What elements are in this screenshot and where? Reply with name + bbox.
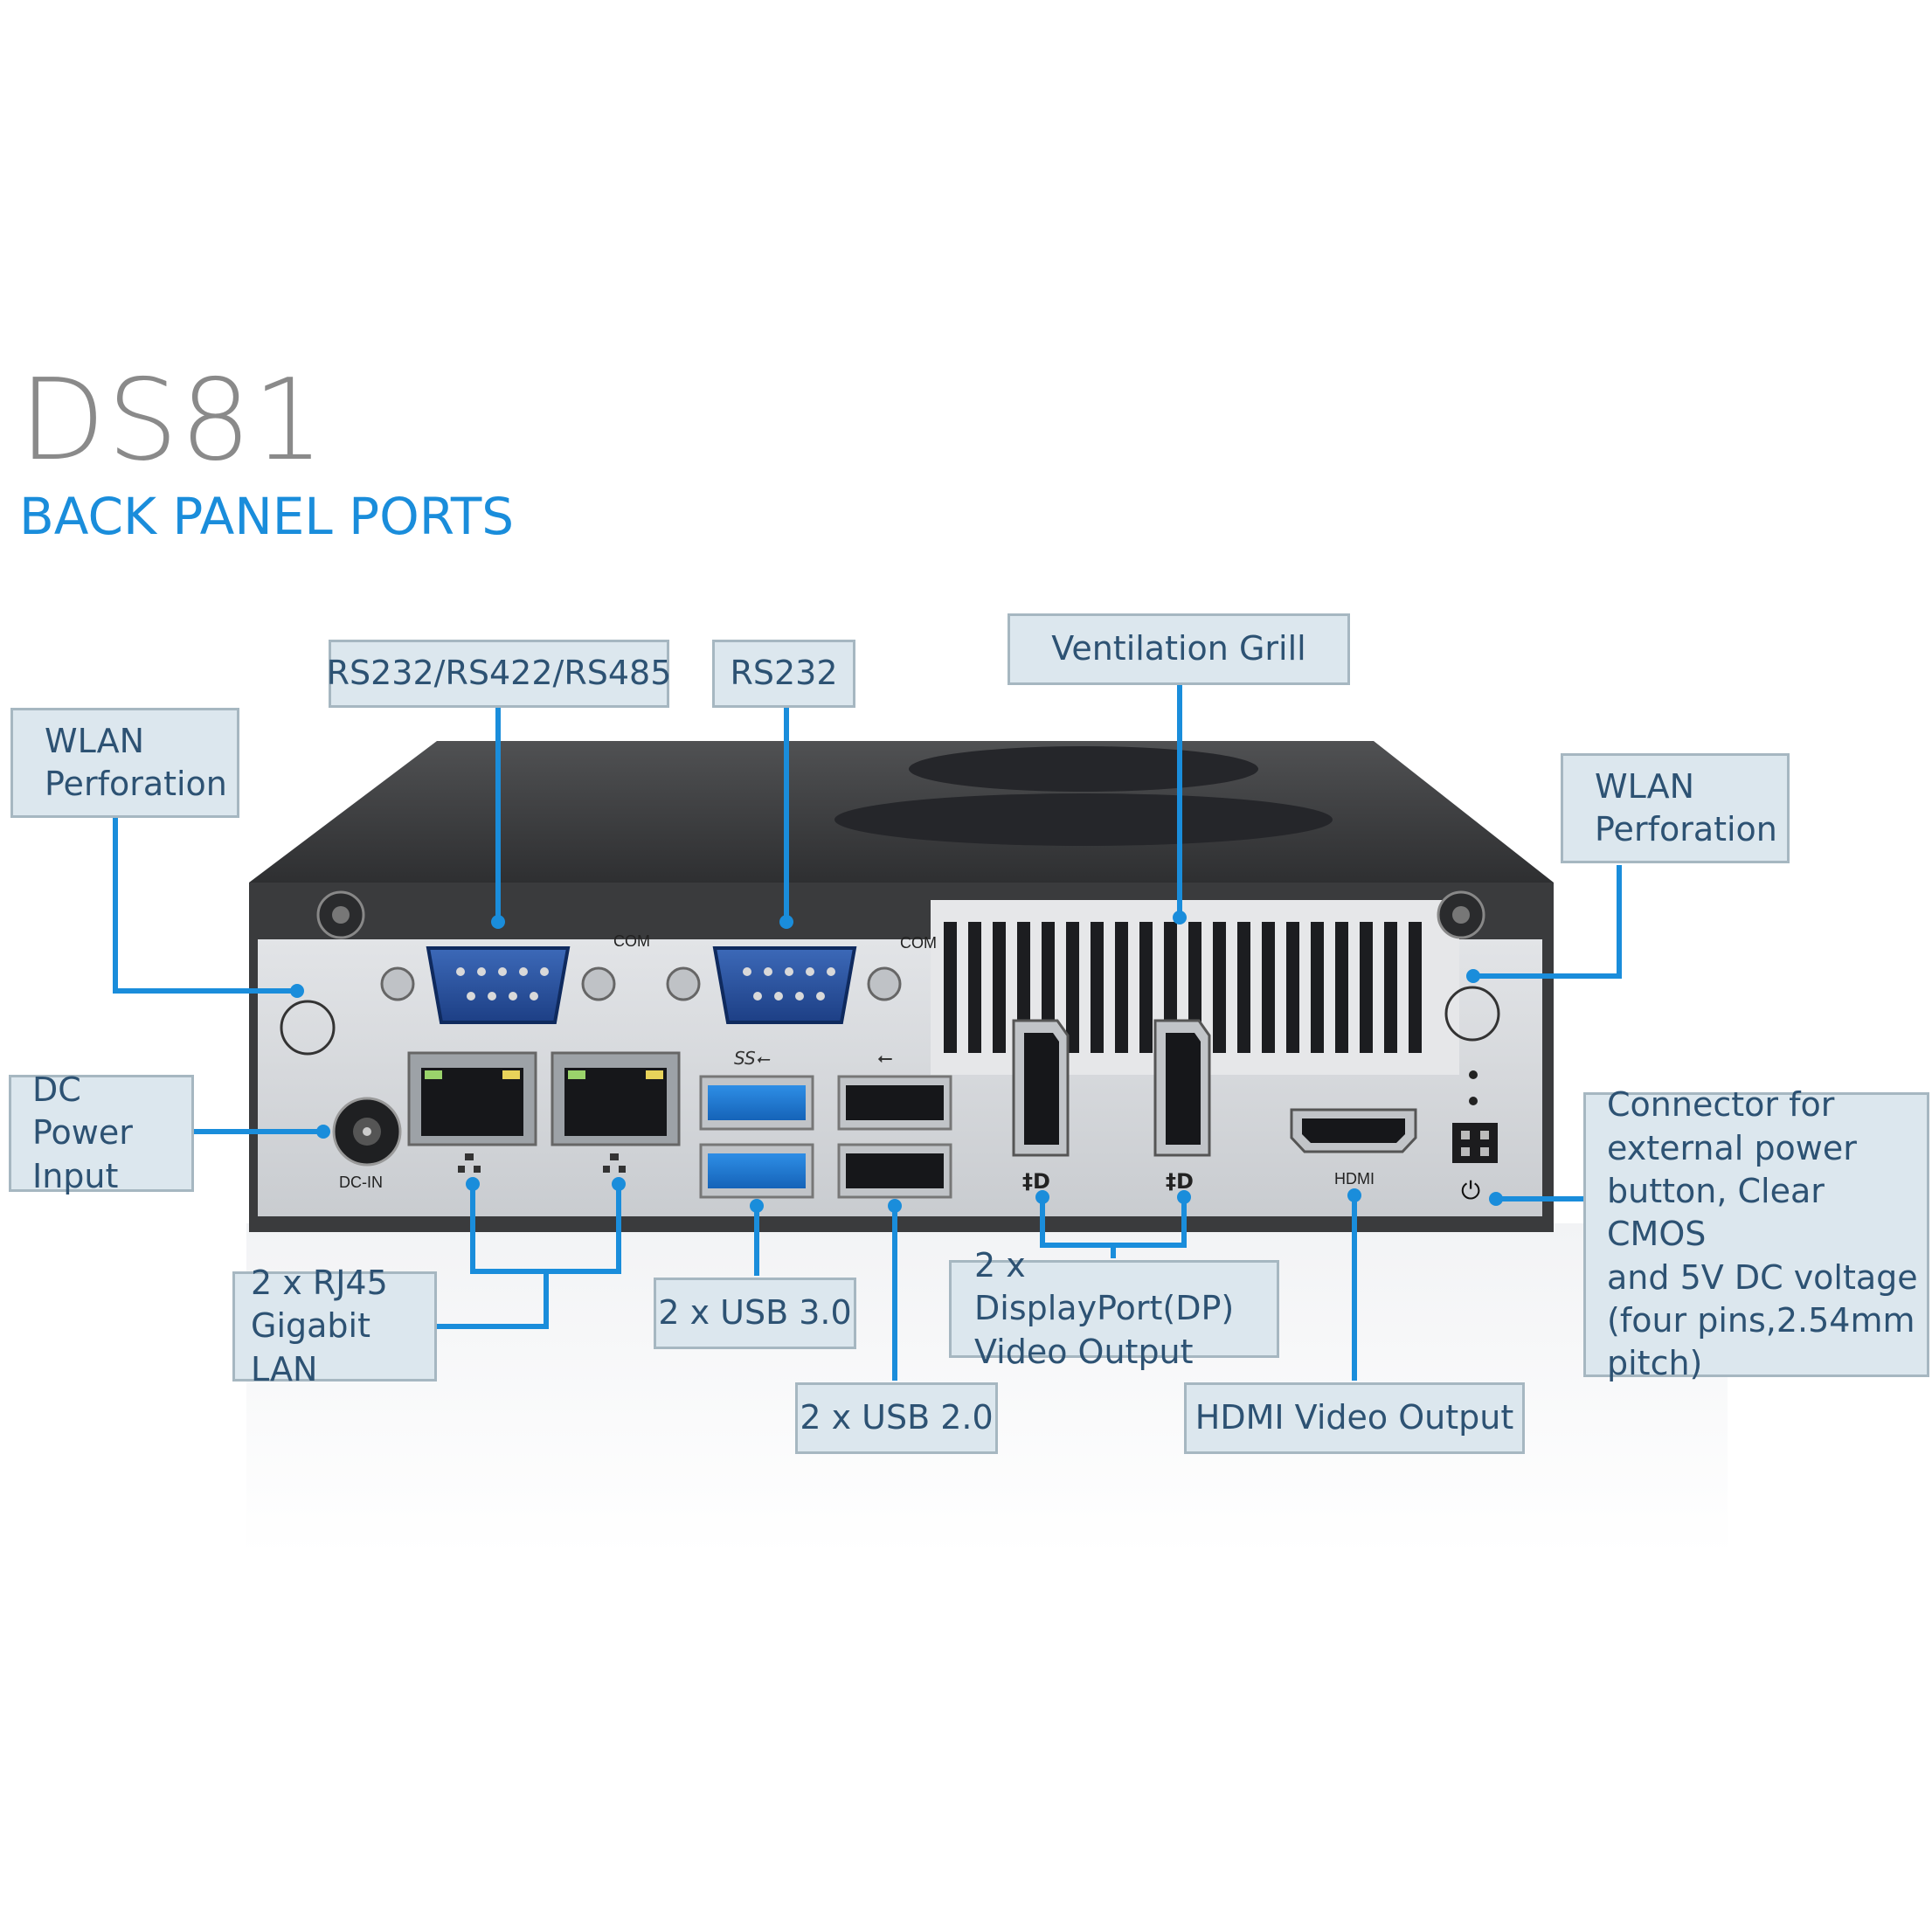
hdmi-label: HDMI (1334, 1170, 1375, 1188)
dc-in-jack (332, 1097, 402, 1167)
displayport-icon: ‡D (1022, 1169, 1050, 1194)
wlan-perforation-right (1444, 986, 1500, 1042)
usb3-icon: SS⭠ (734, 1048, 771, 1069)
rj45-port-1 (407, 1051, 537, 1146)
usb2-icon: ⭠ (877, 1048, 893, 1070)
leader-dots (290, 911, 1503, 1213)
callout-usb3: 2 x USB 3.0 (654, 1278, 856, 1349)
callout-hdmi: HDMI Video Output (1184, 1382, 1525, 1454)
lan-icon (458, 1153, 626, 1173)
pin-header (1452, 1070, 1498, 1163)
dc-in-label: DC-IN (339, 1174, 383, 1191)
wlan-perforation-left (280, 1000, 336, 1056)
displayport-1 (1012, 1019, 1070, 1157)
com-label-1: COM (613, 932, 650, 950)
power-icon: ⏻ (1461, 1176, 1480, 1205)
displayport-icon: ‡D (1166, 1169, 1194, 1194)
callout-usb2: 2 x USB 2.0 (795, 1382, 998, 1454)
com-port-2 (666, 946, 902, 1024)
callout-connector: Connector for external power button, Cle… (1583, 1085, 1929, 1382)
displayport-2 (1153, 1019, 1211, 1157)
usb3-ports (699, 1075, 814, 1199)
com-label-2: COM (900, 934, 937, 952)
callout-displayport: 2 x DisplayPort(DP) Video Output (949, 1246, 1279, 1371)
hdmi-port (1290, 1108, 1417, 1153)
page-title: DS81 (19, 356, 326, 486)
usb2-ports (837, 1075, 952, 1199)
callout-rs232: RS232 (712, 640, 855, 708)
callout-ventilation-grill: Ventilation Grill (1008, 613, 1350, 685)
callout-wlan-left: WLAN Perforation (10, 708, 239, 818)
screw-icon (316, 890, 365, 939)
screw-icon (1437, 890, 1485, 939)
leader-lines (113, 684, 1622, 1381)
rj45-port-2 (551, 1051, 681, 1146)
top-vent (834, 793, 1333, 846)
page-subtitle: BACK PANEL PORTS (19, 487, 515, 546)
callout-dc-power: DC Power Input (9, 1070, 194, 1195)
top-vent (909, 746, 1258, 792)
callout-rj45: 2 x RJ45 Gigabit LAN (232, 1264, 437, 1388)
callout-wlan-right: WLAN Perforation (1561, 753, 1790, 863)
com-port-1 (380, 946, 616, 1024)
callout-rs232-422-485: RS232/RS422/RS485 (327, 640, 671, 708)
